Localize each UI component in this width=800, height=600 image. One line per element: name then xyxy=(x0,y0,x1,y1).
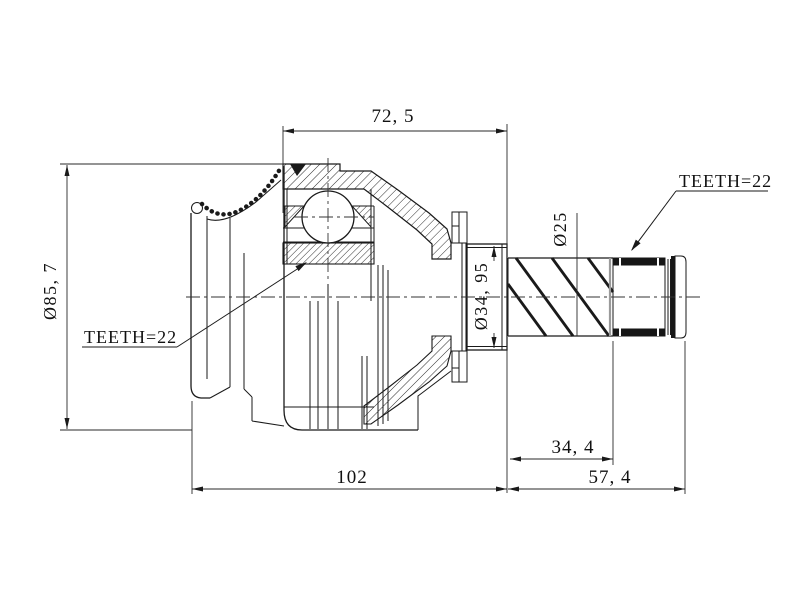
cage-section-left xyxy=(284,205,306,229)
dim-top-width-label: 72, 5 xyxy=(372,106,415,127)
housing-upper-wall-section xyxy=(282,163,452,260)
dim-pilot-diameter-label: Ø34, 95 xyxy=(471,262,491,331)
dim-outer-diameter-label: Ø85, 7 xyxy=(40,262,60,320)
dimension-34-4: 34, 4 xyxy=(510,341,614,465)
inner-race-spline-bore xyxy=(282,242,375,265)
dim-spline-length-label: 34, 4 xyxy=(552,437,595,458)
housing-lower-wall-section xyxy=(363,335,452,425)
dimension-72-5: 72, 5 xyxy=(282,106,508,493)
dim-shaft-length-label: 57, 4 xyxy=(589,467,632,488)
teeth-outer-label: TEETH=22 xyxy=(679,171,772,191)
clamp-weld-mark xyxy=(290,164,306,176)
dimension-34-95: Ø34, 95 xyxy=(471,246,497,348)
boot-bead xyxy=(199,163,285,217)
teeth-inner-label: TEETH=22 xyxy=(84,327,177,347)
bearing xyxy=(282,158,375,301)
label-teeth-outer: TEETH=22 xyxy=(631,171,772,251)
dimension-85-7: Ø85, 7 xyxy=(40,163,285,431)
boot-can xyxy=(190,163,285,427)
shaft-end-land xyxy=(674,255,687,339)
housing xyxy=(282,163,452,431)
dimension-102: 102 xyxy=(191,401,507,494)
cage-section-right xyxy=(350,205,372,229)
boot-curl xyxy=(191,202,203,214)
label-teeth-inner: TEETH=22 xyxy=(82,262,307,348)
dim-shaft-diameter-label: Ø25 xyxy=(550,211,570,247)
dim-total-length-label: 102 xyxy=(336,467,368,488)
dimension-25: Ø25 xyxy=(550,211,578,336)
dimension-57-4: 57, 4 xyxy=(508,341,686,494)
